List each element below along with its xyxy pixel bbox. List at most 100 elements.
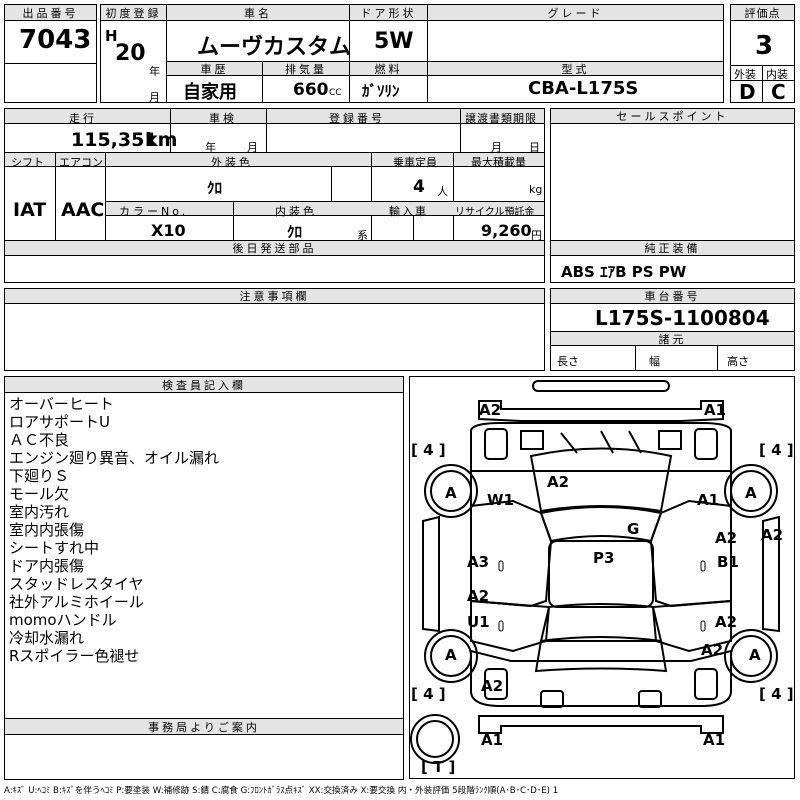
- damage-mark-spare: [ T ]: [421, 758, 455, 776]
- equipment: ABS ｴｱB PS PW: [561, 263, 687, 281]
- interior-label: 内装: [766, 68, 788, 81]
- inspector-note: スタッドレスタイヤ: [9, 575, 144, 593]
- damage-mark-windshield: G: [627, 520, 639, 538]
- damage-mark-front-right: A1: [704, 401, 726, 419]
- mileage: 115,351: [71, 129, 158, 151]
- office-label: 事務局よりご案内: [5, 719, 403, 735]
- damage-mark-rr-quarter: A2: [701, 641, 723, 659]
- door-type: 5W: [374, 29, 414, 54]
- displacement: 660: [293, 80, 329, 100]
- fuel-box: 燃料 ｶﾞｿﾘﾝ: [349, 61, 428, 103]
- insp-month: 月: [247, 141, 258, 154]
- chassis-box: 車台番号 L175S-1100804 諸元 長さ 幅 高さ: [550, 288, 795, 371]
- transfer-day: 日: [529, 141, 540, 154]
- fuel: ｶﾞｿﾘﾝ: [362, 82, 400, 100]
- equipment-box: 純正装備 ABS ｴｱB PS PW: [550, 240, 795, 283]
- height-label: 高さ: [727, 355, 749, 368]
- recycle-label: リサイクル預託金: [455, 207, 535, 218]
- damage-mark-front-left: A2: [479, 401, 501, 419]
- inspector-note: モール欠: [9, 485, 70, 503]
- lot-box: 出品番号 7043: [4, 4, 97, 103]
- damage-mark-fr-wheel: A: [745, 484, 757, 502]
- reg-box: 初度登録 H 20 年 月: [100, 4, 167, 104]
- score-box: 評価点 3 外装 内装 D C: [730, 4, 795, 104]
- damage-mark-roof: P3: [593, 549, 614, 567]
- name-label: 車名: [167, 5, 349, 21]
- inspector-note: 室内汚れ: [9, 503, 70, 521]
- inspector-note: ＡＣ不良: [9, 431, 70, 449]
- damage-mark-right-rear-door: A2: [715, 613, 737, 631]
- inspector-note: シートすれ中: [9, 539, 100, 557]
- damage-mark-rl-wheel: A: [445, 646, 457, 664]
- damage-mark-right-front-door: B1: [717, 553, 739, 571]
- damage-mark-tire-fl-left: [ 4 ]: [411, 441, 446, 459]
- lot-number: 7043: [19, 25, 92, 55]
- damage-mark-hood: A2: [547, 473, 569, 491]
- damage-mark-fr-fender: A1: [697, 491, 719, 509]
- first-reg-label: 初度登録: [101, 5, 166, 21]
- history-box: 車歴 自家用: [166, 61, 263, 103]
- width-label: 幅: [649, 355, 660, 368]
- later-parts-box: 後日発送部品: [4, 240, 545, 283]
- notice-box: 注意事項欄: [4, 288, 545, 371]
- shift-label: シフト: [11, 156, 44, 169]
- transfer-label: 譲渡書類期限: [465, 112, 537, 125]
- inspector-note: 室内内張傷: [9, 521, 85, 539]
- door-handle: [498, 620, 504, 632]
- mileage-unit: km: [145, 129, 178, 151]
- interior-grade: C: [771, 80, 786, 104]
- door-handle: [700, 560, 706, 572]
- fuel-label: 燃料: [350, 62, 427, 76]
- inspector-note: momoハンドル: [9, 611, 117, 629]
- inspector-note: ドア内張傷: [9, 557, 85, 575]
- dims-label: 諸元: [551, 331, 794, 346]
- inspector-label: 検査員記入欄: [5, 377, 403, 393]
- regno-label: 登録番号: [329, 112, 385, 125]
- inspector-note: 社外アルミホイール: [9, 593, 144, 611]
- grade-box: グレード: [427, 4, 724, 62]
- damage-mark-tire-fr-right: [ 4 ]: [759, 441, 794, 459]
- inspector-note: 冷却水漏れ: [9, 629, 85, 647]
- damage-mark-tire-rl: [ 4 ]: [411, 685, 446, 703]
- door-box: ドア形状 5W: [349, 4, 428, 62]
- inspector-note: オーバーヒート: [9, 395, 114, 413]
- model-box: 型式 CBA-L175S: [427, 61, 724, 103]
- damage-mark-rf-door: A2: [715, 529, 737, 547]
- inspector-note: ロアサポートU: [9, 413, 110, 431]
- info-block: 走行 車検 登録番号 譲渡書類期限 115,351 km 年 月 月 日 シフト…: [4, 108, 545, 242]
- load-label: 最大積載量: [471, 156, 526, 169]
- damage-mark-rear-left: A2: [481, 677, 503, 695]
- damage-mark-left-rear-door: A2: [467, 587, 489, 605]
- exterior-label: 外装: [734, 68, 756, 81]
- ac-label: エアコン: [59, 156, 103, 169]
- history-label: 車歴: [167, 62, 262, 76]
- color-number: X10: [151, 221, 186, 240]
- name-box: 車名 ムーヴカスタム: [166, 4, 352, 62]
- sales-label: セールスポイント: [551, 109, 794, 124]
- notice-label: 注意事項欄: [5, 289, 544, 304]
- transfer-month: 月: [491, 141, 502, 154]
- era: H: [105, 27, 118, 45]
- intcolor-label: 内装色: [275, 205, 317, 218]
- recycle-fee: 9,260: [481, 221, 532, 240]
- history: 自家用: [183, 82, 237, 103]
- sales-point-box: セールスポイント: [550, 108, 795, 241]
- damage-mark-rf-side: A2: [761, 526, 783, 544]
- damage-mark-fl-fender: W1: [487, 491, 514, 509]
- color-label: 外装色: [211, 156, 253, 169]
- damage-mark-left-front-door: A3: [467, 553, 489, 571]
- door-handle: [700, 620, 706, 632]
- intcolor-unit: 系: [357, 229, 368, 242]
- legend: A:ｷｽﾞ U:ﾍｺﾐ B:ｷｽﾞを伴うﾍｺﾐ P:要塗装 W:補修跡 S:錆 …: [4, 786, 559, 796]
- damage-mark-left-rear-door-2: U1: [467, 613, 490, 631]
- model-label: 型式: [428, 62, 723, 76]
- car-name: ムーヴカスタム: [197, 35, 352, 60]
- month-unit: 月: [149, 91, 160, 104]
- door-label: ドア形状: [350, 5, 427, 21]
- damage-mark-rear-bottom-left: A1: [481, 731, 503, 749]
- color: ｸﾛ: [207, 179, 223, 197]
- damage-mark-fl-wheel: A: [445, 484, 457, 502]
- mileage-label: 走行: [69, 112, 97, 125]
